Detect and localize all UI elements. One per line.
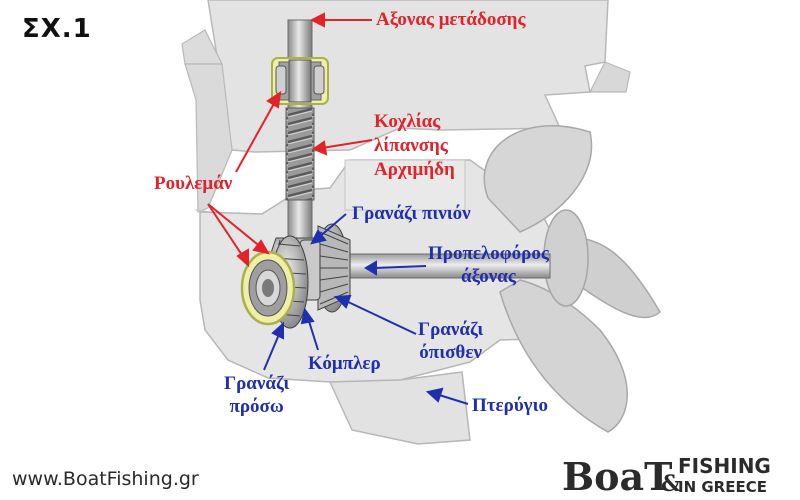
reverse-gear-shape [315, 223, 351, 313]
label-forward-gear-line-2: πρόσω [229, 396, 284, 417]
propeller [483, 125, 661, 433]
label-pinion-gear: Γρανάζι πινιόν [352, 203, 471, 224]
label-forward-gear: Γρανάζι πρόσω [224, 372, 289, 418]
logo-line-1: FISHING [678, 454, 771, 478]
propeller-shaft-body [317, 253, 551, 279]
label-reverse-gear: Γρανάζι όπισθεν [418, 318, 483, 364]
label-reverse-gear-line-2: όπισθεν [419, 342, 482, 363]
boatfishing-logo: BoaT & FISHING IN GREECE [562, 454, 771, 496]
upper-bearing [271, 57, 329, 105]
label-bearings: Ρουλεμάν [154, 173, 233, 194]
label-fin: Πτερύγιο [472, 395, 548, 416]
label-archimedes-screw-line-1: Κοχλίας [374, 111, 441, 132]
label-propeller-shaft-line-1: Προπελοφόρος [428, 243, 549, 264]
label-archimedes-screw-line-2: λίπανσης [374, 135, 448, 156]
logo-main: BoaT [562, 454, 672, 496]
figure-number: ΣΧ.1 [22, 14, 92, 44]
logo-ampersand: & [661, 471, 681, 496]
logo-line-2: IN GREECE [678, 478, 767, 496]
label-clutch: Κόμπλερ [308, 353, 381, 374]
label-forward-gear-line-1: Γρανάζι [224, 373, 290, 394]
label-propeller-shaft-line-2: άξονας [460, 266, 516, 287]
website-url: www.BoatFishing.gr [12, 468, 199, 490]
label-reverse-gear-line-1: Γρανάζι [418, 319, 484, 340]
archimedes-screw-body [285, 107, 315, 201]
annotation-arrows [207, 12, 469, 405]
front-bearing [240, 250, 296, 326]
label-propeller-shaft: Προπελοφόρος άξονας [428, 242, 549, 288]
skeg-fin-shape [328, 371, 471, 445]
label-drive-shaft: Αξονας μετάδοσης [376, 9, 526, 30]
label-archimedes-screw: Κοχλίας λίπανσης Αρχιμήδη [374, 110, 455, 182]
label-archimedes-screw-line-3: Αρχιμήδη [374, 159, 455, 180]
